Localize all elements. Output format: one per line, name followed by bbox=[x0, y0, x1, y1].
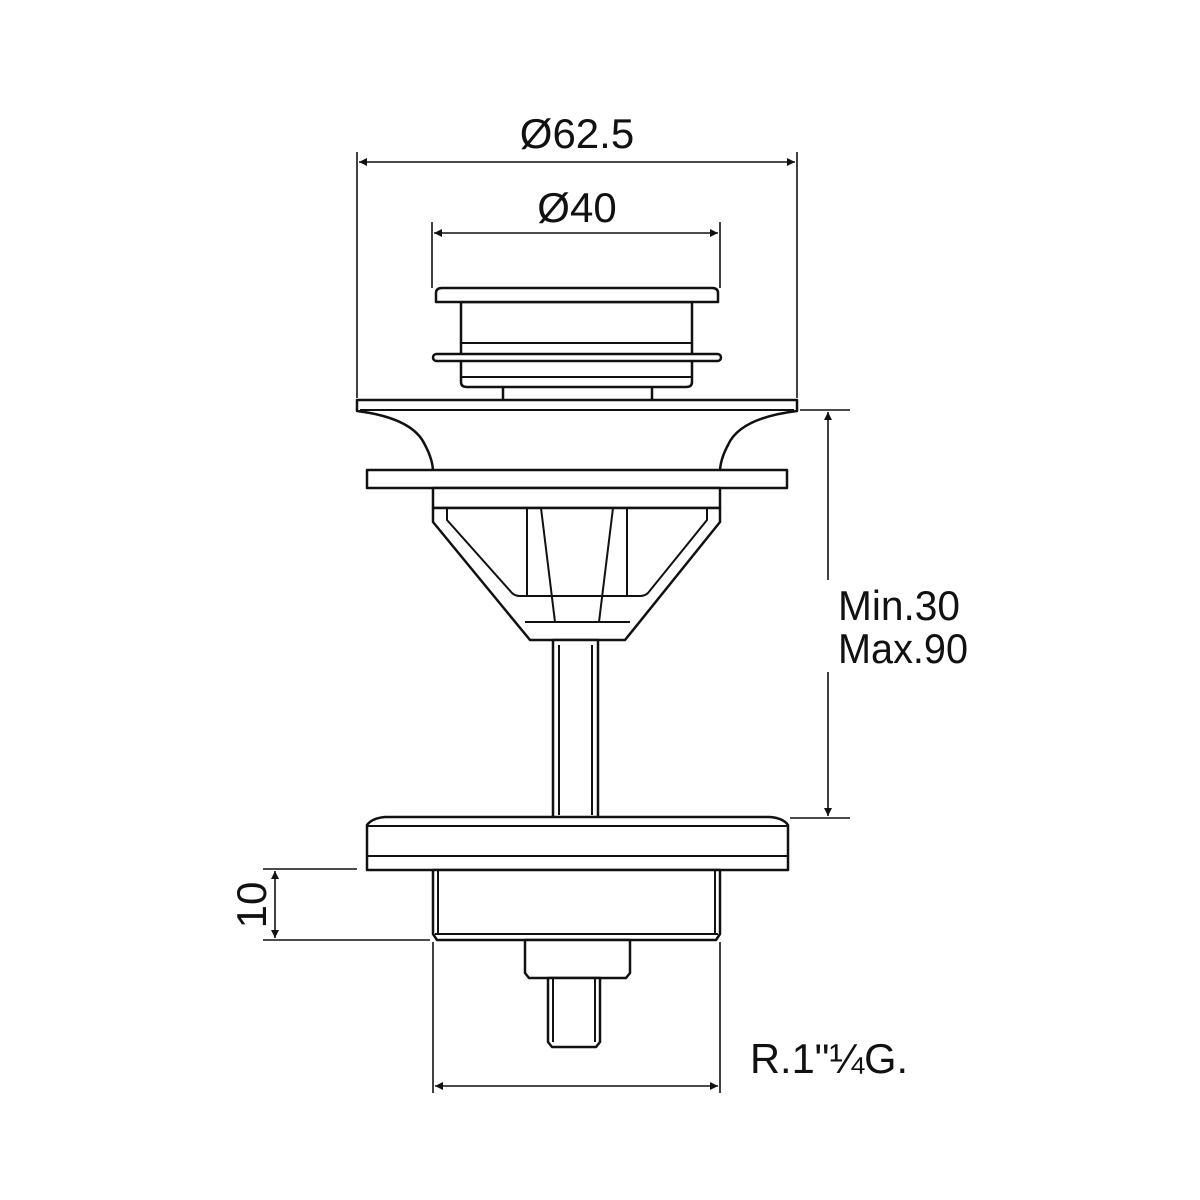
plug-cap bbox=[431, 286, 723, 403]
rod bbox=[551, 638, 600, 822]
thickness-dimension: Min.30 Max.90 bbox=[790, 409, 968, 819]
thread-length-dimension: 10 bbox=[228, 868, 430, 941]
thread-spec-label: R.1"¼G. bbox=[750, 1035, 908, 1082]
inner-diameter-dimension: Ø40 bbox=[431, 184, 721, 288]
min-thickness-label: Min.30 bbox=[838, 582, 960, 629]
lock-nut bbox=[365, 815, 790, 1049]
thread-diameter-dimension: R.1"¼G. bbox=[432, 942, 908, 1093]
inner-diameter-label: Ø40 bbox=[537, 184, 616, 231]
thread-length-label: 10 bbox=[228, 882, 275, 929]
drain-flange bbox=[355, 398, 799, 642]
outer-diameter-dimension: Ø62.5 bbox=[356, 110, 798, 398]
max-thickness-label: Max.90 bbox=[838, 625, 968, 672]
outer-diameter-label: Ø62.5 bbox=[520, 110, 634, 157]
